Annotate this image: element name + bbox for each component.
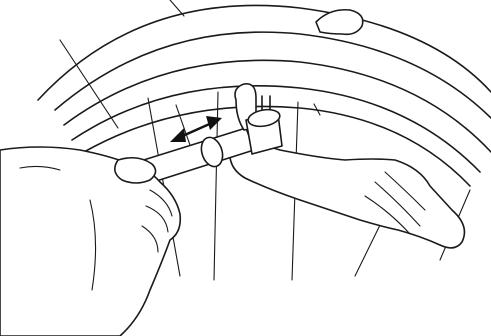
rim-outer-edge bbox=[55, 32, 491, 118]
direction-arrow-head-left bbox=[170, 128, 186, 142]
spoke bbox=[170, 0, 184, 16]
left-hand-thumb bbox=[115, 158, 156, 183]
spoke bbox=[60, 40, 118, 128]
direction-arrow-head-right bbox=[206, 116, 222, 130]
right-hand bbox=[230, 145, 465, 248]
top-hand-thumb bbox=[316, 10, 363, 35]
